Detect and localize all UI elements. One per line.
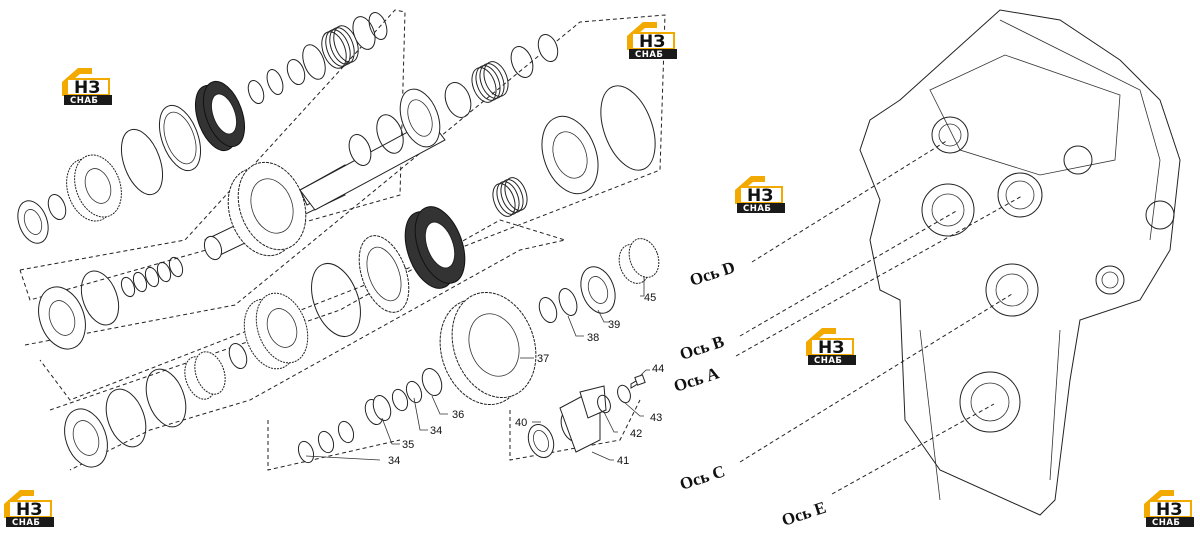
clutch-pack-lower — [404, 206, 466, 289]
gear-upper-left — [66, 154, 122, 222]
housing-clutch-lower — [541, 85, 656, 195]
snap-ring-lower — [105, 368, 187, 448]
svg-text:НЗ: НЗ — [818, 338, 844, 358]
bearing-upper-small — [247, 58, 306, 105]
group-outline-lower — [49, 219, 641, 471]
bolt-44 — [630, 374, 646, 389]
bearing-35 — [364, 394, 392, 426]
svg-text:НЗ: НЗ — [639, 32, 665, 52]
logo-watermark-5: НЗ СНАБ — [4, 490, 54, 528]
disc-upper-1 — [158, 104, 202, 172]
spring-lower — [492, 177, 528, 217]
logo-watermark-3: НЗ СНАБ — [735, 176, 785, 214]
seal-40 — [527, 424, 555, 458]
part-number-38: 38 — [587, 332, 599, 344]
group-outline-middle — [24, 14, 666, 401]
axis-label-c: Ось C — [677, 461, 727, 493]
gear-lower-medium — [243, 292, 309, 370]
svg-text:СНАБ: СНАБ — [1152, 518, 1180, 528]
part-number-45: 45 — [644, 292, 656, 304]
svg-text:НЗ: НЗ — [747, 186, 773, 206]
part-number-42: 42 — [630, 428, 642, 440]
part-number-37: 37 — [537, 353, 549, 365]
disc-lower — [358, 235, 410, 313]
snap-ring-upper-1 — [120, 128, 164, 196]
part-number-44: 44 — [652, 363, 664, 375]
group-outline-upper — [19, 9, 406, 301]
rings-middle-small — [120, 256, 184, 298]
snap-ring-middle — [80, 270, 120, 326]
shaft-assembly — [203, 161, 353, 261]
hub-lower-left — [64, 408, 108, 468]
part-number-34b: 34 — [430, 425, 442, 437]
svg-text:НЗ: НЗ — [74, 78, 100, 98]
leader-lines — [305, 276, 650, 461]
ring-36 — [421, 367, 443, 397]
ring-38 — [538, 288, 578, 324]
part-number-43: 43 — [650, 412, 662, 424]
logo-watermark-2: НЗ СНАБ — [627, 22, 677, 60]
ring-42 — [597, 394, 611, 414]
ring-34-right — [391, 380, 423, 412]
svg-text:НЗ: НЗ — [1156, 500, 1182, 520]
bearing-middle-left — [38, 286, 86, 350]
rings-middle-right — [510, 33, 559, 78]
gear-37 — [439, 291, 537, 406]
part-number-35: 35 — [402, 439, 414, 451]
svg-text:СНАБ: СНАБ — [12, 518, 40, 528]
ring-upper-1 — [47, 193, 67, 221]
svg-text:СНАБ: СНАБ — [814, 356, 842, 366]
logo-watermark-4: НЗ СНАБ — [806, 328, 856, 366]
axis-label-d: Ось D — [687, 257, 737, 289]
logo-watermark-1: НЗ СНАБ — [62, 68, 112, 106]
yoke-41 — [559, 385, 607, 453]
part-number-41: 41 — [617, 455, 629, 467]
transmission-housing — [859, 9, 1181, 516]
part-number-39: 39 — [608, 319, 620, 331]
gear-lower-small — [184, 342, 248, 400]
piston-middle — [399, 88, 441, 148]
rings-upper-right — [352, 12, 388, 50]
axis-label-a: Ось A — [671, 363, 722, 396]
bearing-upper-left — [17, 200, 49, 244]
svg-text:СНАБ: СНАБ — [743, 204, 771, 214]
svg-text:СНАБ: СНАБ — [635, 50, 663, 60]
part-number-40: 40 — [515, 417, 527, 429]
part-number-36: 36 — [452, 409, 464, 421]
axis-label-b: Ось B — [677, 332, 726, 364]
svg-text:СНАБ: СНАБ — [70, 96, 98, 106]
shaft-middle — [299, 114, 446, 211]
svg-text:НЗ: НЗ — [16, 500, 42, 520]
spring-middle — [444, 61, 509, 118]
axis-pointer-lines — [735, 139, 1023, 495]
part-number-34a: 34 — [388, 455, 400, 467]
logo-watermark-6: НЗ СНАБ — [1144, 490, 1194, 528]
axis-label-e: Ось E — [779, 498, 828, 530]
bearing-39 — [580, 266, 616, 314]
clutch-pack-upper — [194, 80, 246, 152]
snap-ring-lower-2 — [311, 263, 361, 337]
gear-45 — [618, 238, 660, 284]
washer-43 — [617, 384, 631, 404]
bearing-34-left — [297, 420, 355, 464]
